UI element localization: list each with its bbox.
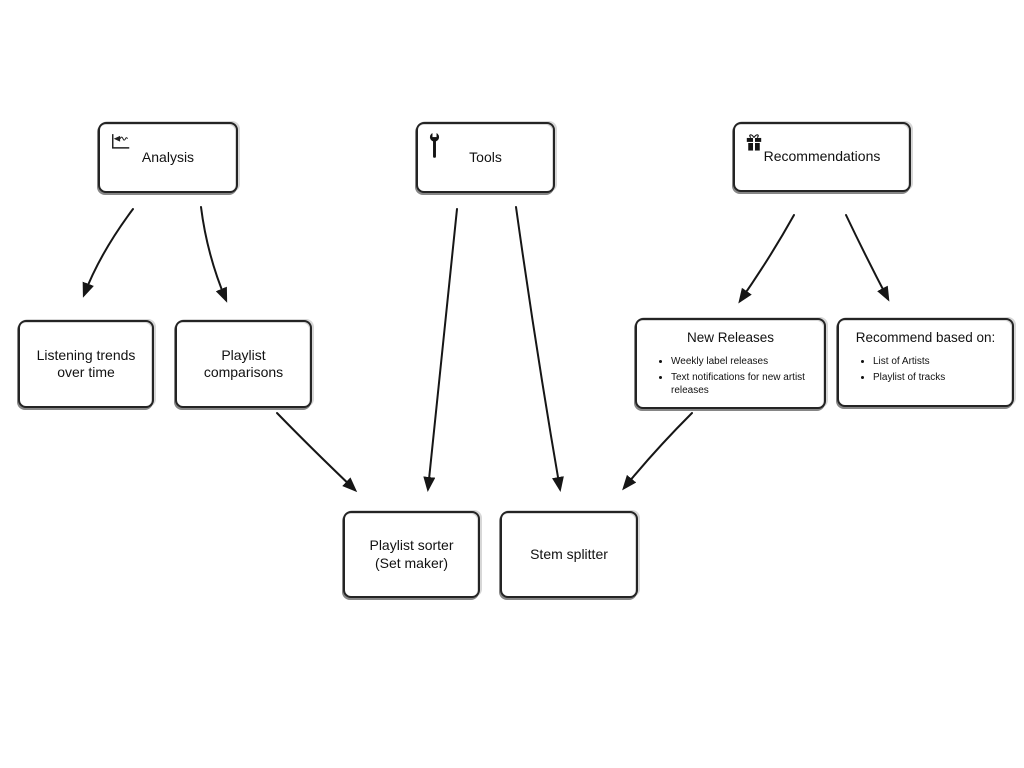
node-new-releases-title: New Releases: [686, 330, 775, 345]
node-listening-trends-label: Listening trends over time: [36, 346, 136, 381]
node-stem-splitter-label: Stem splitter: [530, 545, 608, 562]
node-analysis[interactable]: Analysis: [98, 122, 238, 193]
node-new-releases[interactable]: New Releases Weekly label releases Text …: [635, 318, 826, 409]
waveform-chart-icon: [112, 134, 130, 149]
node-recommendations[interactable]: Recommendations: [733, 122, 911, 192]
bullet-item: Playlist of tracks: [873, 371, 1004, 385]
bullet-item: Text notifications for new artist releas…: [671, 371, 816, 398]
edge-recommendations-to-new-releases: [738, 214, 795, 304]
node-playlist-sorter[interactable]: Playlist sorter (Set maker): [343, 511, 480, 598]
node-recommend-based-on-bullets: List of Artists Playlist of tracks: [847, 355, 1004, 386]
bullet-item: Weekly label releases: [671, 355, 816, 369]
edge-new-releases-to-stem-splitter: [622, 412, 693, 491]
edge-playlist-comparisons-to-playlist-sorter: [276, 412, 358, 493]
node-recommend-based-on-title: Recommend based on:: [855, 330, 996, 345]
edge-analysis-to-listening-trends: [82, 208, 134, 298]
edge-tools-to-playlist-sorter: [423, 208, 458, 492]
node-stem-splitter[interactable]: Stem splitter: [500, 511, 638, 598]
node-new-releases-bullets: Weekly label releases Text notifications…: [645, 355, 816, 400]
edge-recommendations-to-recommend-based-on: [845, 214, 890, 302]
node-playlist-sorter-label: Playlist sorter (Set maker): [369, 537, 454, 571]
node-recommendations-label: Recommendations: [763, 148, 881, 165]
node-playlist-comparisons[interactable]: Playlist comparisons: [175, 320, 312, 408]
gift-icon: [746, 134, 762, 151]
node-recommend-based-on[interactable]: Recommend based on: List of Artists Play…: [837, 318, 1014, 407]
node-playlist-comparisons-label: Playlist comparisons: [203, 346, 284, 381]
node-analysis-label: Analysis: [141, 148, 195, 165]
node-tools-label: Tools: [469, 148, 502, 165]
edge-analysis-to-playlist-comparisons: [200, 206, 228, 303]
wrench-icon: [429, 132, 440, 158]
edge-tools-to-stem-splitter: [515, 206, 564, 492]
node-tools[interactable]: Tools: [416, 122, 555, 193]
node-listening-trends[interactable]: Listening trends over time: [18, 320, 154, 408]
bullet-item: List of Artists: [873, 355, 1004, 369]
